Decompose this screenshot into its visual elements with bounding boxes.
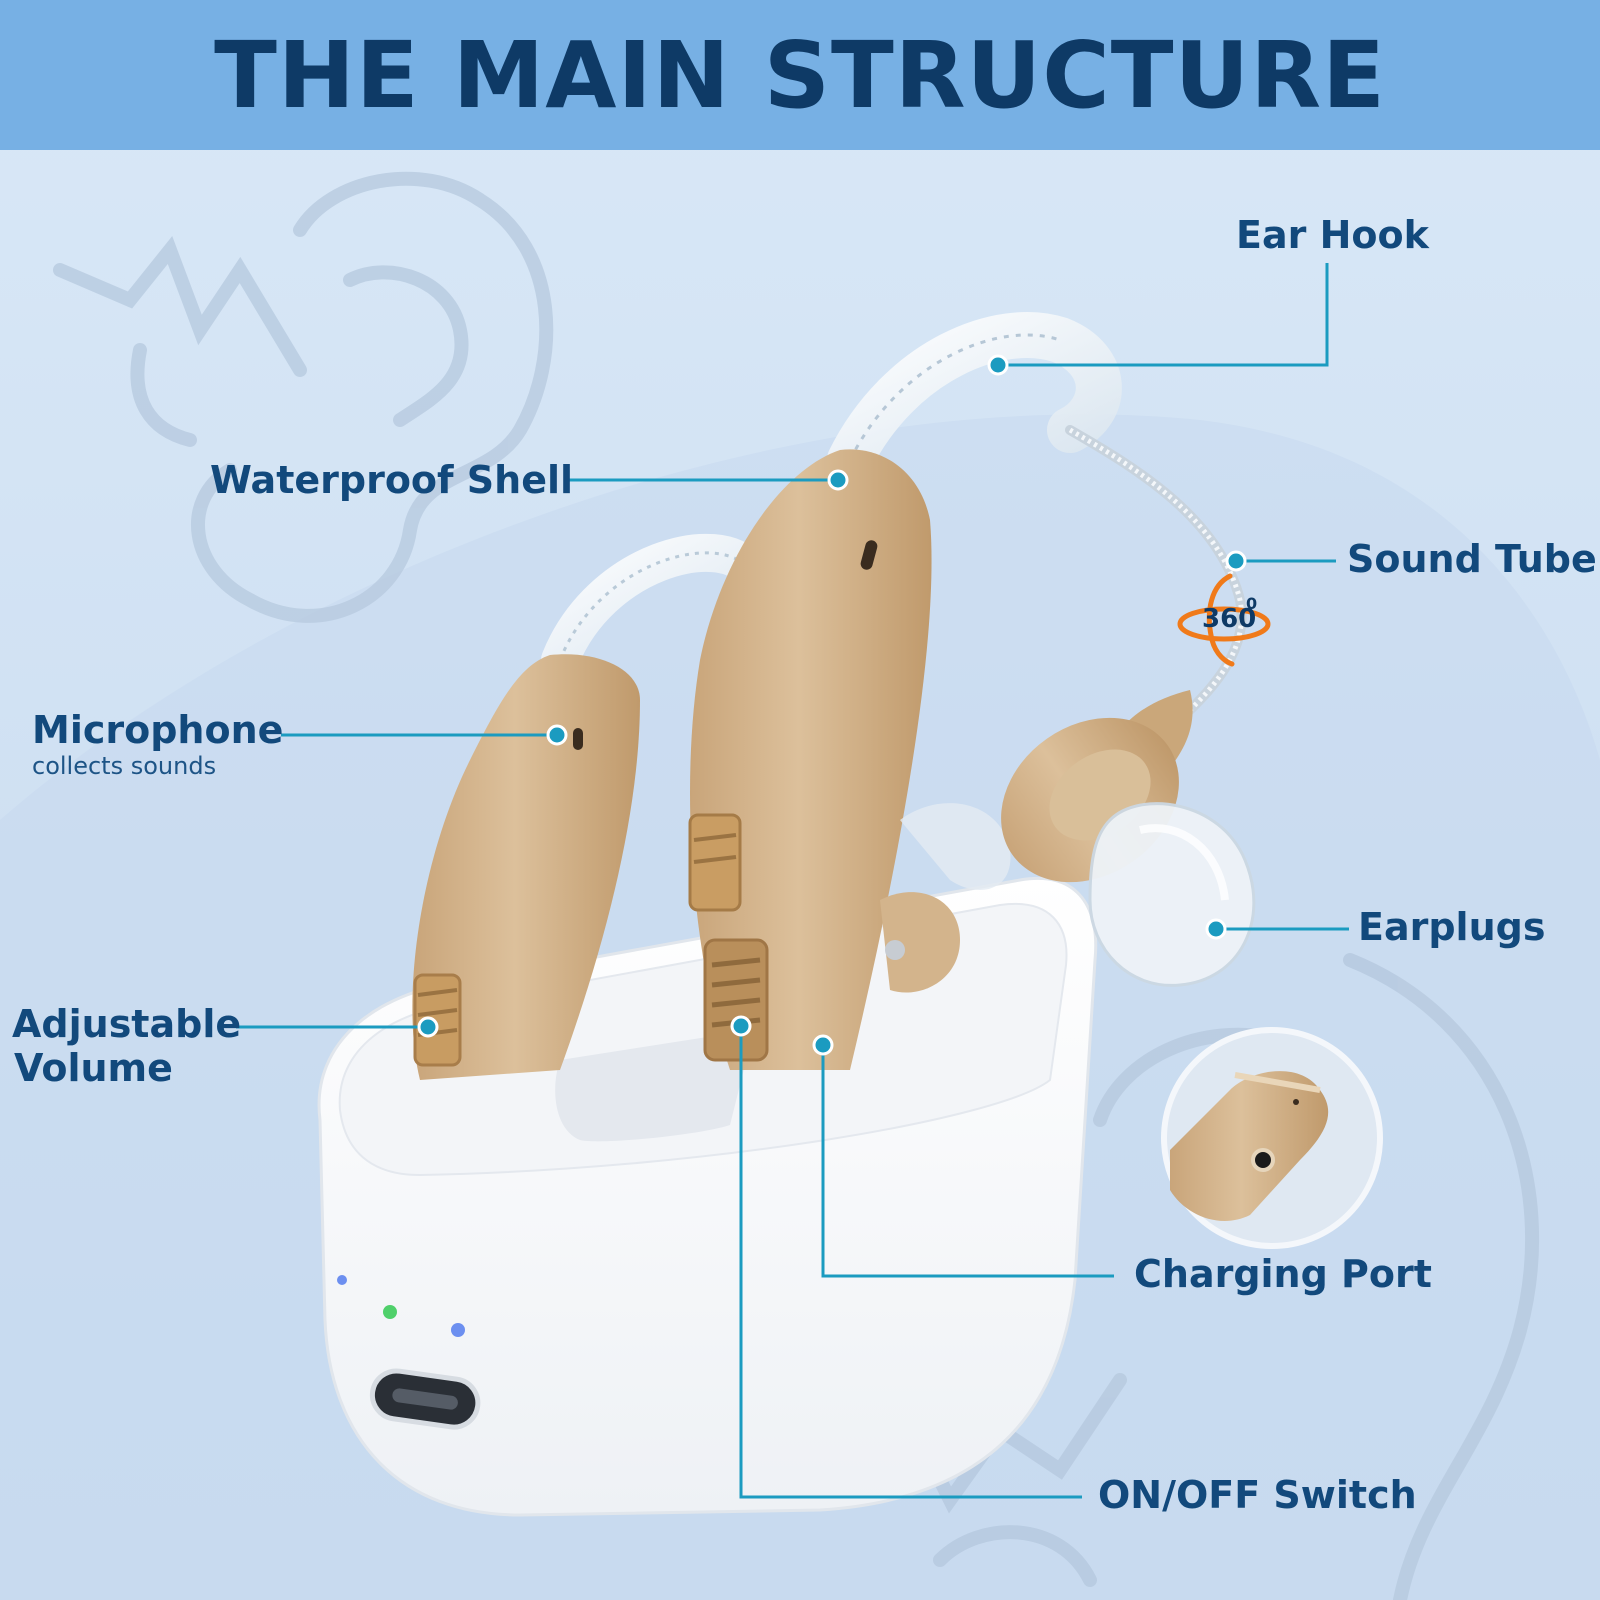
ear-watermark-icon — [53, 171, 554, 623]
led-indicator — [451, 1323, 465, 1337]
earplug-receiver — [1001, 690, 1256, 987]
leader-charging-port — [821, 1045, 1114, 1278]
leader-dot — [546, 724, 568, 746]
label-volume: Volume — [14, 1046, 173, 1090]
leader-dot — [1225, 550, 1247, 572]
label-microphone-sub: collects sounds — [32, 752, 217, 780]
rotation-unit: 0 — [1246, 594, 1258, 613]
charging-pin-icon — [1251, 1148, 1275, 1172]
leader-dot — [987, 354, 1009, 376]
leader-dot — [812, 1034, 834, 1056]
leader-dot — [417, 1016, 439, 1038]
hearing-aid-right — [688, 312, 1247, 1070]
label-sound-tube: Sound Tube — [1347, 537, 1597, 581]
hearing-aid-left — [412, 533, 769, 1080]
led-indicator — [337, 1275, 347, 1285]
led-indicator — [383, 1305, 397, 1319]
charging-port-inset — [1161, 1027, 1383, 1249]
leader-dot — [1205, 918, 1227, 940]
microphone-slot-icon — [573, 728, 583, 750]
label-ear-hook: Ear Hook — [1236, 213, 1429, 257]
label-adjustable: Adjustable — [12, 1002, 242, 1046]
header-banner: THE MAIN STRUCTURE — [0, 0, 1600, 150]
leader-on-off-switch — [739, 1026, 1082, 1499]
leader-dot — [827, 469, 849, 491]
page-title: THE MAIN STRUCTURE — [214, 21, 1386, 129]
hearing-aid-in-case — [880, 803, 1011, 993]
volume-wheel-icon — [413, 973, 462, 1067]
microphone-slot-icon — [860, 540, 878, 570]
leader-dots — [417, 354, 1247, 1056]
label-on-off-switch: ON/OFF Switch — [1098, 1473, 1417, 1517]
label-microphone: Microphone — [32, 708, 284, 752]
rotation-360-icon — [1177, 573, 1271, 667]
leader-dot — [730, 1015, 752, 1037]
leader-lines — [236, 263, 1349, 1499]
label-waterproof-shell: Waterproof Shell — [210, 458, 574, 502]
label-earplugs: Earplugs — [1358, 905, 1546, 949]
leader-ear-hook — [998, 263, 1329, 367]
rotation-value: 360 — [1202, 604, 1257, 634]
label-charging-port: Charging Port — [1134, 1252, 1432, 1296]
